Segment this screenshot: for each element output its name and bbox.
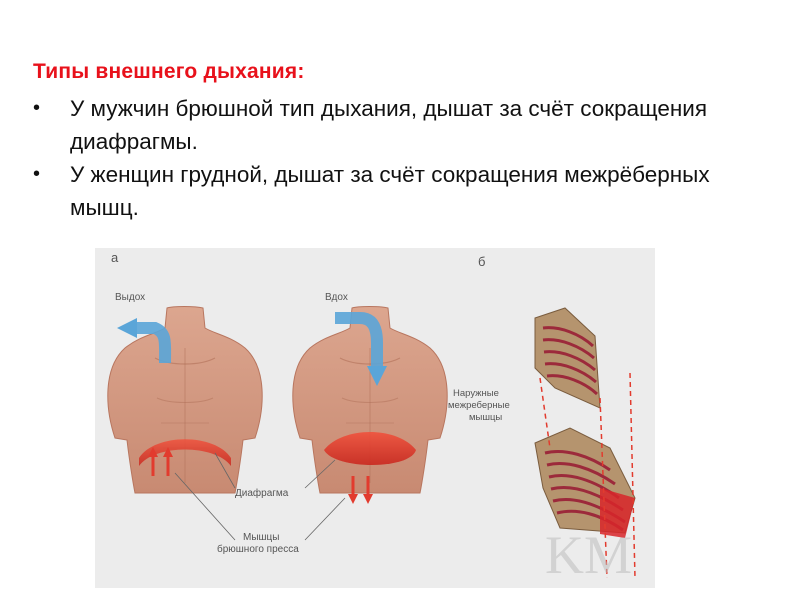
ribcage-upper [534,307,601,409]
diaphragm-exhale [139,439,231,466]
exhale-label: Выдох [115,292,145,303]
watermark-logo: KM [545,525,632,585]
abdominal-label-line2: брюшного пресса [217,543,299,555]
torso-exhale [107,306,263,494]
intercostal-label-line1: Наружные [453,388,499,399]
bullet-text-men: У мужчин брюшной тип дыхания, дышат за с… [70,96,708,154]
ribcage-lower [534,427,636,538]
bullet-item-women: • У женщин грудной, дышат за счёт сокращ… [30,158,770,224]
abdominal-label-line1: Мышцы [243,532,279,543]
slide-title: Типы внешнего дыхания: [33,60,305,83]
bullet-list: • У мужчин брюшной тип дыхания, дышат за… [30,92,770,224]
bullet-text-women: У женщин грудной, дышат за счёт сокращен… [70,162,710,220]
leader-lines [174,452,346,541]
breathing-figure: а б Выдох Вдох [95,248,655,588]
intercostal-label-line2: межреберные [448,400,510,411]
arrow-down-icon [348,476,373,504]
panel-b-letter: б [478,254,485,269]
bullet-dot: • [33,163,41,185]
inhale-label: Вдох [325,292,348,303]
breathing-illustration: а б Выдох Вдох [95,248,655,588]
inhale-arrow-icon [335,312,387,386]
diaphragm-inhale [324,432,416,465]
bullet-item-men: • У мужчин брюшной тип дыхания, дышат за… [30,92,770,158]
panel-a-letter: а [111,250,119,265]
diaphragm-label: Диафрагма [235,487,289,499]
exhale-arrow-icon [117,318,172,364]
intercostal-label-line3: мышцы [469,412,502,423]
arrow-up-icon [148,447,173,476]
bullet-dot: • [33,97,41,119]
motion-guides [539,372,636,579]
